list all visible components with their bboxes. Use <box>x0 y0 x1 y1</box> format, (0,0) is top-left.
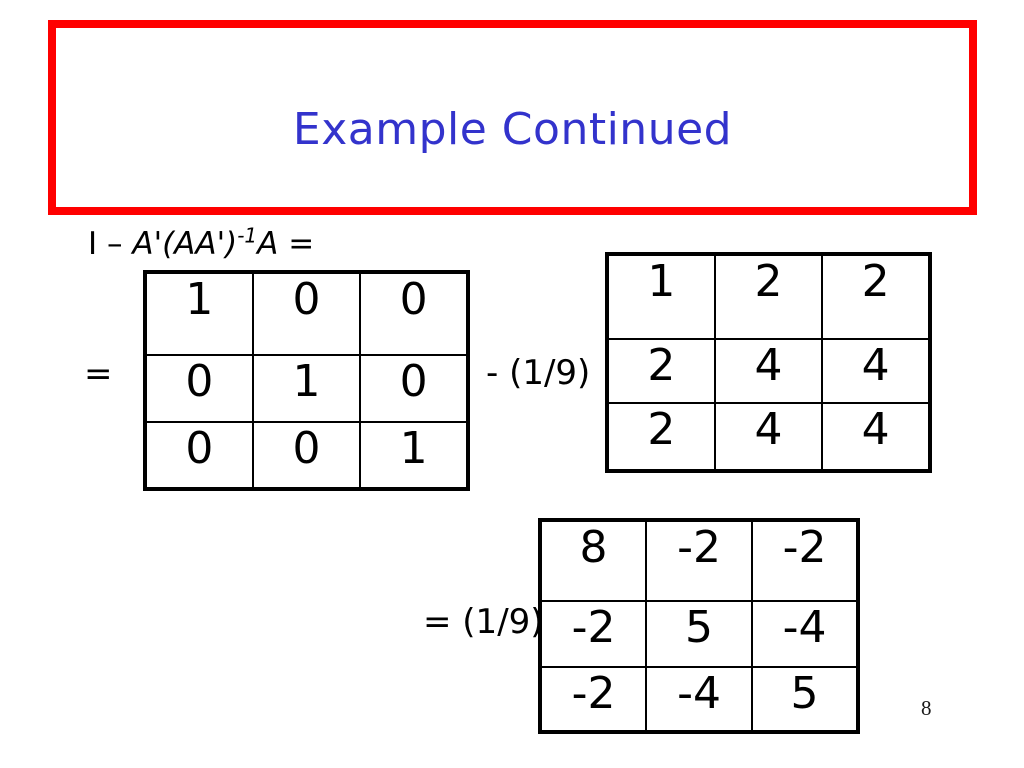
matrix-cell: -2 <box>539 600 647 668</box>
table-row: 2 4 4 <box>606 402 931 472</box>
table-row: -2 5 -4 <box>539 600 859 668</box>
formula-lead: I – <box>88 226 133 262</box>
matrix-cell: 4 <box>821 338 931 404</box>
table-row: -2 -4 5 <box>539 666 859 733</box>
matrix-formula: I – A'(AA')-1A = <box>88 226 314 262</box>
matrix-cell: -2 <box>751 519 859 602</box>
matrix-cell: 1 <box>606 253 716 340</box>
formula-superscript: -1 <box>237 223 258 248</box>
matrix-cell: 0 <box>251 421 362 490</box>
matrix-cell: 1 <box>251 354 362 423</box>
matrix-cell: 2 <box>606 402 716 472</box>
matrix-cell: 8 <box>539 519 647 602</box>
matrix-cell: 5 <box>751 666 859 733</box>
equals-sign-label: = <box>84 354 113 394</box>
identity-matrix-table: 1 0 0 0 1 0 0 0 1 <box>143 270 470 491</box>
matrix-cell: 2 <box>713 253 824 340</box>
matrix-cell: -2 <box>645 519 753 602</box>
table-row: 2 4 4 <box>606 338 931 404</box>
equals-one-ninth-label: = (1/9) <box>423 602 544 642</box>
matrix-cell: -4 <box>751 600 859 668</box>
matrix-cell: -2 <box>539 666 647 733</box>
matrix-cell: 2 <box>606 338 716 404</box>
matrix-cell: 0 <box>359 271 469 356</box>
formula-tail: = <box>278 226 315 262</box>
matrix-cell: 1 <box>144 271 254 356</box>
matrix-cell: 1 <box>359 421 469 490</box>
matrix-cell: -4 <box>645 666 753 733</box>
matrix-cell: 2 <box>821 253 931 340</box>
matrix-cell: 0 <box>144 354 254 423</box>
minus-one-ninth-label: - (1/9) <box>486 353 591 393</box>
title-frame: Example Continued <box>48 20 977 215</box>
matrix-cell: 4 <box>713 402 824 472</box>
formula-term2: A <box>257 226 279 262</box>
table-row: 8 -2 -2 <box>539 519 859 602</box>
matrix-cell: 4 <box>821 402 931 472</box>
table-row: 1 0 0 <box>144 271 469 356</box>
table-row: 0 1 0 <box>144 354 469 423</box>
table-row: 0 0 1 <box>144 421 469 490</box>
result-matrix-table: 8 -2 -2 -2 5 -4 -2 -4 5 <box>538 518 860 734</box>
matrix-cell: 0 <box>359 354 469 423</box>
formula-term1: A'(AA') <box>132 226 238 262</box>
matrix-cell: 4 <box>713 338 824 404</box>
aat-matrix-table: 1 2 2 2 4 4 2 4 4 <box>605 252 932 473</box>
matrix-cell: 0 <box>144 421 254 490</box>
slide-title: Example Continued <box>292 104 733 155</box>
matrix-cell: 5 <box>645 600 753 668</box>
table-row: 1 2 2 <box>606 253 931 340</box>
page-number: 8 <box>921 696 932 720</box>
matrix-cell: 0 <box>251 271 362 356</box>
